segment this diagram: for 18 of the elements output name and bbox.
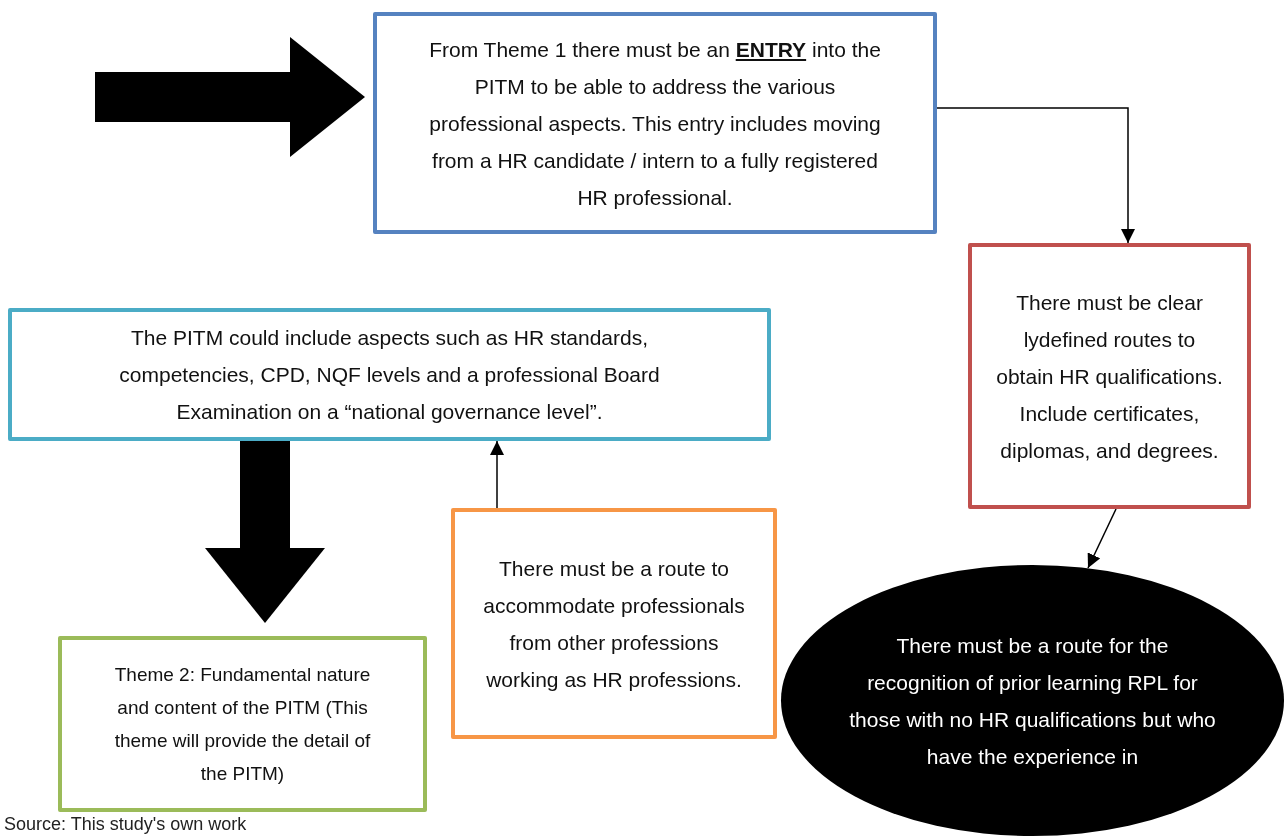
arrow: [936, 107, 1135, 244]
process-box: [373, 12, 937, 234]
process-box: [8, 308, 771, 441]
box-text: There must be a route to accommodate professionals from other professions working as HR professions.: [483, 555, 745, 693]
block-arrow: [205, 441, 325, 623]
process-box: [451, 508, 777, 739]
block-arrow: [95, 37, 365, 157]
box-text: Theme 2: Fundamental nature and content of the PITM (This theme will provide the detail of the PITM): [113, 663, 372, 786]
process-box: [968, 243, 1251, 509]
arrow: [490, 440, 504, 509]
box-text: There must be a route for the recognition of prior learning RPL for those with no HR qualifications but who have the experience in: [848, 632, 1217, 770]
source-note: Source: This study's own work: [4, 814, 247, 835]
box-text: From Theme 1 there must be an ENTRY into the PITM to be able to address the various professional aspects. This entry includes moving from a HR candidate / intern to a fully registered HR professional.: [428, 36, 882, 211]
ellipse-shape: [780, 565, 1285, 836]
arrow: [1087, 508, 1117, 569]
box-text: There must be clear lydefined routes to obtain HR qualifications. Include certificates, diplomas, and degrees.: [996, 289, 1223, 464]
box-text: The PITM could include aspects such as HR standards, competencies, CPD, NQF levels and a professional Board Examination on a “national governance level”.: [118, 325, 661, 425]
process-box: [58, 636, 427, 812]
